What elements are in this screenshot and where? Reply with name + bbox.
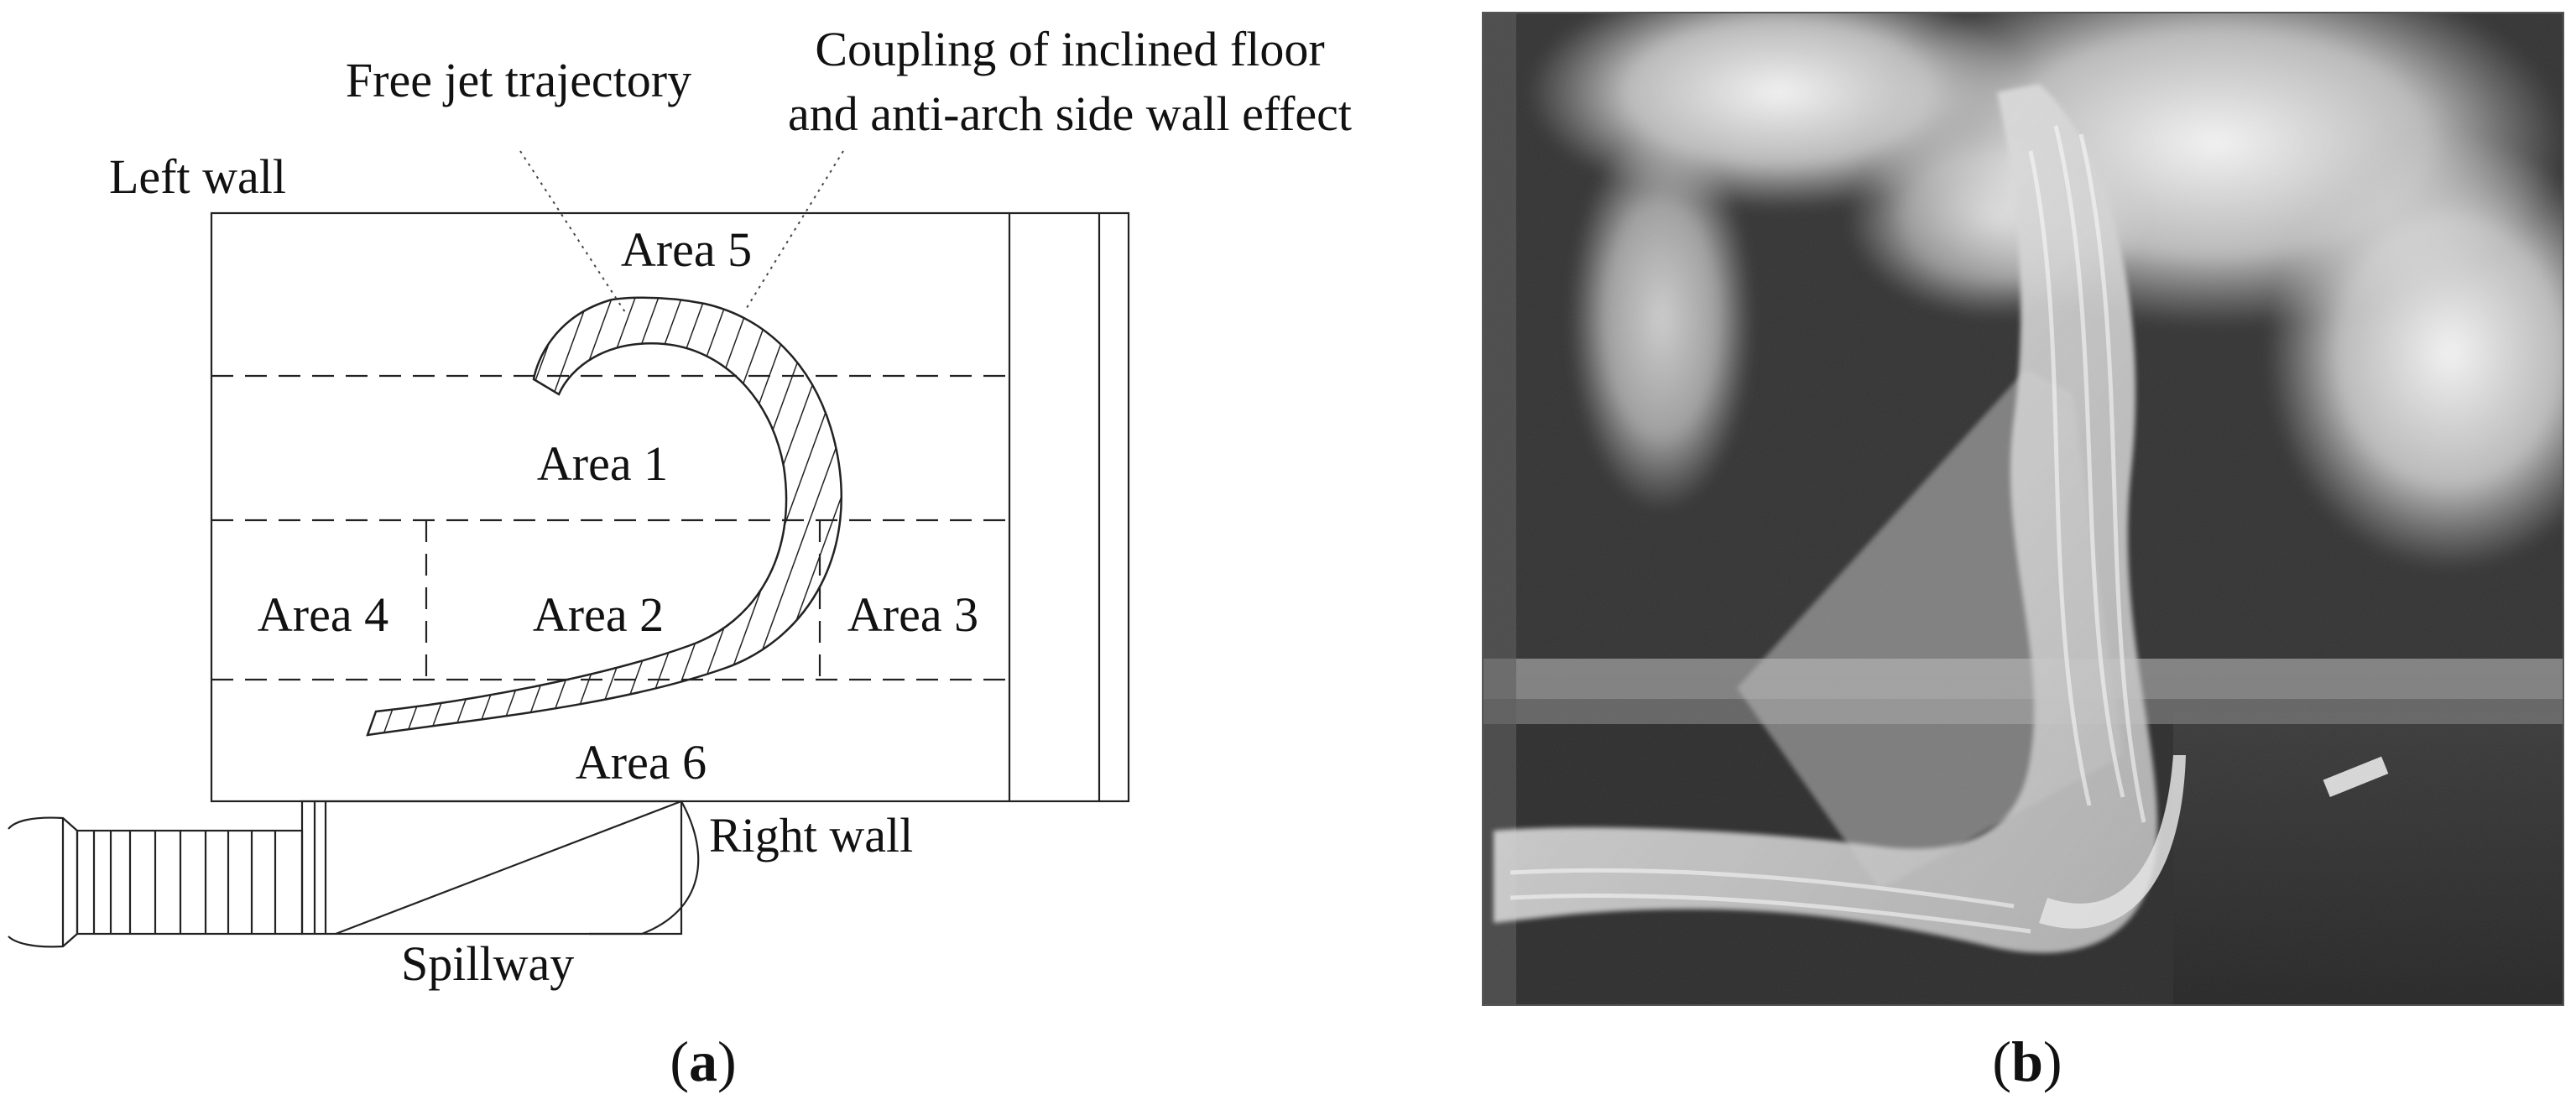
experiment-photo: (b) [1482,12,2564,1093]
spillway-structure [8,800,700,948]
label-area-3: Area 3 [847,587,978,642]
label-coupling-line1: Coupling of inclined floor [815,22,1324,76]
panel-b-letter: b [2011,1029,2043,1093]
leader-coupling [744,150,844,311]
label-area-1: Area 1 [537,436,668,491]
label-free-jet: Free jet trajectory [346,53,691,107]
label-area-2: Area 2 [533,587,664,642]
plan-diagram: Free jet trajectory Coupling of inclined… [8,22,1352,1093]
label-left-wall: Left wall [109,149,286,204]
leader-free-jet [519,150,626,313]
label-area-5: Area 5 [621,222,752,277]
jet-trajectory-band [366,296,842,737]
panel-b-open: ( [1992,1029,2011,1093]
label-coupling-line2: and anti-arch side wall effect [788,86,1352,141]
panel-b-close: ) [2043,1029,2062,1093]
label-spillway: Spillway [401,936,574,991]
photo-border [1482,12,2564,1006]
panel-a-open: ( [670,1029,689,1093]
panel-label-a: (a) [670,1029,736,1093]
label-area-4: Area 4 [258,587,388,642]
panel-a-letter: a [689,1029,717,1093]
panel-a-close: ) [717,1029,737,1093]
label-right-wall: Right wall [709,808,913,863]
label-area-6: Area 6 [576,735,707,790]
panel-label-b: (b) [1992,1029,2062,1093]
